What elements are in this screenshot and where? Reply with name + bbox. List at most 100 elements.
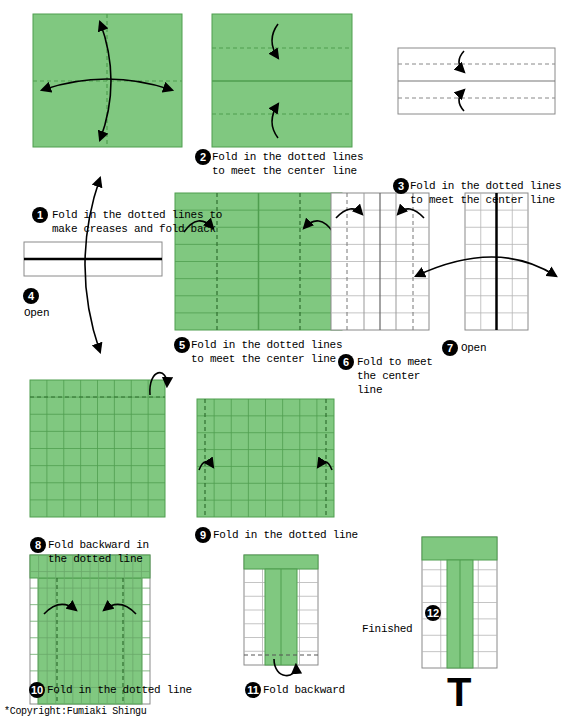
grid-line <box>316 399 317 517</box>
grid-line <box>90 555 91 704</box>
step-instruction: Fold in the dotted lines to meet the cen… <box>212 150 370 178</box>
crease-line <box>495 193 498 330</box>
paper <box>30 555 150 704</box>
step-instruction: Fold in the dotted lines to meet the cen… <box>191 338 349 366</box>
paper <box>30 380 165 517</box>
step-number: 5 <box>174 337 190 353</box>
grid-line <box>231 399 232 517</box>
step-instruction: Fold in the dotted lines to make creases… <box>52 208 232 236</box>
fold-line <box>244 654 318 655</box>
fold-arrow <box>85 178 100 352</box>
step-number: 8 <box>30 537 46 553</box>
fold-line <box>413 193 414 330</box>
grid-line <box>81 555 82 704</box>
fold-arrow <box>272 104 278 138</box>
fold-arrow <box>150 373 167 395</box>
grid-line <box>30 397 165 398</box>
fold-arrow <box>459 51 464 72</box>
grid-line <box>197 483 334 484</box>
step-number: 10 <box>29 682 45 698</box>
grid-line <box>197 500 334 501</box>
grid-line <box>197 466 334 467</box>
grid-line <box>30 588 150 589</box>
paper <box>33 14 182 147</box>
fold-arrow <box>199 462 213 470</box>
fold-line <box>325 399 326 517</box>
grid-line <box>496 193 497 330</box>
fold-line <box>106 14 107 147</box>
step-instruction: Open <box>24 306 49 320</box>
crease-line <box>258 193 260 330</box>
crease-line <box>24 258 162 261</box>
paper <box>398 48 555 114</box>
paper <box>422 537 497 668</box>
step-instruction: Open <box>461 341 486 355</box>
paper <box>212 14 352 147</box>
step-number: 7 <box>442 340 458 356</box>
grid-line <box>299 399 300 517</box>
fold-arrow <box>274 659 296 676</box>
grid-line <box>214 399 215 517</box>
step-number: 1 <box>32 207 48 223</box>
grid-line <box>30 621 150 622</box>
grid-line <box>124 555 125 704</box>
fold-line <box>212 113 352 114</box>
step-instruction: Fold in the dotted line <box>213 528 358 542</box>
paper <box>24 242 162 276</box>
grid-line <box>281 555 282 665</box>
grid-line <box>98 555 99 704</box>
grid-line <box>265 399 266 517</box>
fold-arrow <box>272 24 278 58</box>
paper <box>244 555 318 569</box>
grid-line <box>55 555 56 704</box>
paper <box>244 555 318 665</box>
grid-line <box>30 465 165 466</box>
grid-line <box>30 482 165 483</box>
fold-line <box>30 396 165 397</box>
grid-line <box>30 431 165 432</box>
fold-line <box>204 399 205 517</box>
grid-line <box>30 654 150 655</box>
grid-line <box>30 670 150 671</box>
crease-line <box>281 569 282 665</box>
step-number: 6 <box>338 354 354 370</box>
step-instruction: Fold in the dotted lines to meet the cen… <box>410 179 565 207</box>
fold-line <box>299 193 300 330</box>
paper <box>465 193 528 330</box>
fold-arrow <box>416 257 556 276</box>
fold-line <box>398 64 555 65</box>
grid-line <box>30 499 165 500</box>
step-number: 11 <box>245 682 261 698</box>
step-number: 9 <box>195 527 211 543</box>
grid-line <box>141 555 142 704</box>
result-letter: T <box>447 672 471 712</box>
fold-line <box>347 193 348 330</box>
paper <box>447 560 473 668</box>
fold-arrow <box>336 209 362 218</box>
grid-line <box>132 555 133 704</box>
grid-line <box>30 637 150 638</box>
step-number: 3 <box>393 178 409 194</box>
grid-line <box>30 448 165 449</box>
fold-arrow <box>44 604 76 614</box>
grid-line <box>30 571 150 572</box>
step-number: 12 <box>425 605 441 621</box>
step-number: 4 <box>23 288 39 304</box>
grid-line <box>197 449 334 450</box>
step-instruction: Fold in the dotted line <box>47 683 192 697</box>
grid-line <box>197 432 334 433</box>
fold-arrow <box>318 462 332 470</box>
crease-line <box>460 560 461 668</box>
fold-arrow <box>459 90 464 111</box>
grid-line <box>248 399 249 517</box>
paper <box>265 569 297 665</box>
fold-steps <box>24 14 556 704</box>
paper <box>331 193 429 330</box>
fold-arrow <box>100 22 111 140</box>
step-number: 2 <box>195 149 211 165</box>
grid-line <box>72 555 73 704</box>
crease-line <box>398 80 555 81</box>
grid-line <box>282 399 283 517</box>
grid-line <box>197 415 334 416</box>
